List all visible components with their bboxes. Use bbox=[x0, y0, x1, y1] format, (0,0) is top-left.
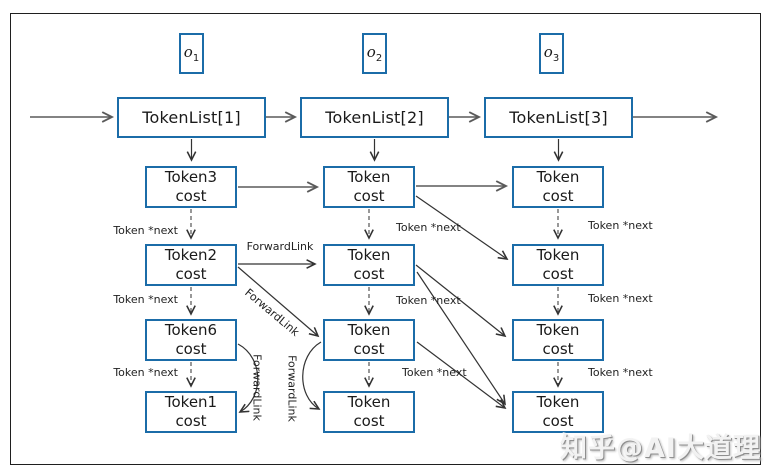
token-next-label: Token *next bbox=[113, 224, 178, 237]
observation-box-1: o1 bbox=[179, 33, 204, 74]
tokenlist-box-1: TokenList[1] bbox=[117, 97, 266, 138]
token-cost: cost bbox=[175, 340, 207, 358]
token-name: Token2 bbox=[164, 246, 218, 264]
observation-box-3: o3 bbox=[539, 33, 564, 74]
observation-label: o3 bbox=[543, 43, 560, 64]
token-cost: cost bbox=[353, 265, 385, 283]
observation-label: o1 bbox=[183, 43, 200, 64]
token-name: Token bbox=[347, 321, 391, 339]
token-cost: cost bbox=[175, 412, 207, 430]
token-name: Token3 bbox=[164, 168, 218, 186]
watermark: 知乎@AI大道理 bbox=[560, 433, 761, 464]
token-cost: cost bbox=[353, 187, 385, 205]
token-next-label: Token *next bbox=[396, 221, 461, 234]
token-name: Token6 bbox=[164, 321, 218, 339]
token-name: Token bbox=[347, 168, 391, 186]
tokenlist-label: TokenList[1] bbox=[142, 108, 241, 127]
tokenlist-label: TokenList[3] bbox=[509, 108, 608, 127]
token-cost: cost bbox=[542, 340, 574, 358]
token-cost: cost bbox=[353, 412, 385, 430]
token-box-c1-r3: Token6 cost bbox=[145, 319, 237, 361]
observation-box-2: o2 bbox=[362, 33, 387, 74]
token-name: Token1 bbox=[164, 393, 218, 411]
token-next-label: Token *next bbox=[588, 366, 653, 379]
token-next-label: Token *next bbox=[113, 293, 178, 306]
token-box-c3-r2: Token cost bbox=[512, 244, 604, 286]
token-next-label: Token *next bbox=[588, 292, 653, 305]
token-name: Token bbox=[536, 246, 580, 264]
token-cost: cost bbox=[175, 187, 207, 205]
token-cost: cost bbox=[542, 187, 574, 205]
forwardlink-label-curve-c2: ForwardLink bbox=[285, 355, 299, 422]
token-next-label: Token *next bbox=[588, 219, 653, 232]
token-cost: cost bbox=[542, 265, 574, 283]
token-name: Token bbox=[536, 321, 580, 339]
token-box-c1-r4: Token1 cost bbox=[145, 391, 237, 433]
forwardlink-label-curve-c1: ForwardLink bbox=[250, 354, 264, 421]
token-box-c3-r4: Token cost bbox=[512, 391, 604, 433]
token-box-c2-r1: Token cost bbox=[323, 166, 415, 208]
token-name: Token bbox=[536, 168, 580, 186]
token-next-label: Token *next bbox=[396, 294, 461, 307]
tokenlist-box-2: TokenList[2] bbox=[300, 97, 449, 138]
token-cost: cost bbox=[353, 340, 385, 358]
tokenlist-box-3: TokenList[3] bbox=[484, 97, 633, 138]
diagram-frame bbox=[10, 13, 761, 465]
token-box-c1-r1: Token3 cost bbox=[145, 166, 237, 208]
token-box-c2-r2: Token cost bbox=[323, 244, 415, 286]
token-next-label: Token *next bbox=[402, 366, 467, 379]
token-name: Token bbox=[536, 393, 580, 411]
token-cost: cost bbox=[175, 265, 207, 283]
token-name: Token bbox=[347, 393, 391, 411]
token-cost: cost bbox=[542, 412, 574, 430]
token-box-c3-r3: Token cost bbox=[512, 319, 604, 361]
token-box-c1-r2: Token2 cost bbox=[145, 244, 237, 286]
token-box-c3-r1: Token cost bbox=[512, 166, 604, 208]
observation-label: o2 bbox=[366, 43, 383, 64]
tokenlist-label: TokenList[2] bbox=[325, 108, 424, 127]
token-box-c2-r3: Token cost bbox=[323, 319, 415, 361]
token-next-label: Token *next bbox=[113, 366, 178, 379]
token-box-c2-r4: Token cost bbox=[323, 391, 415, 433]
forwardlink-label-horizontal: ForwardLink bbox=[246, 240, 314, 253]
token-name: Token bbox=[347, 246, 391, 264]
